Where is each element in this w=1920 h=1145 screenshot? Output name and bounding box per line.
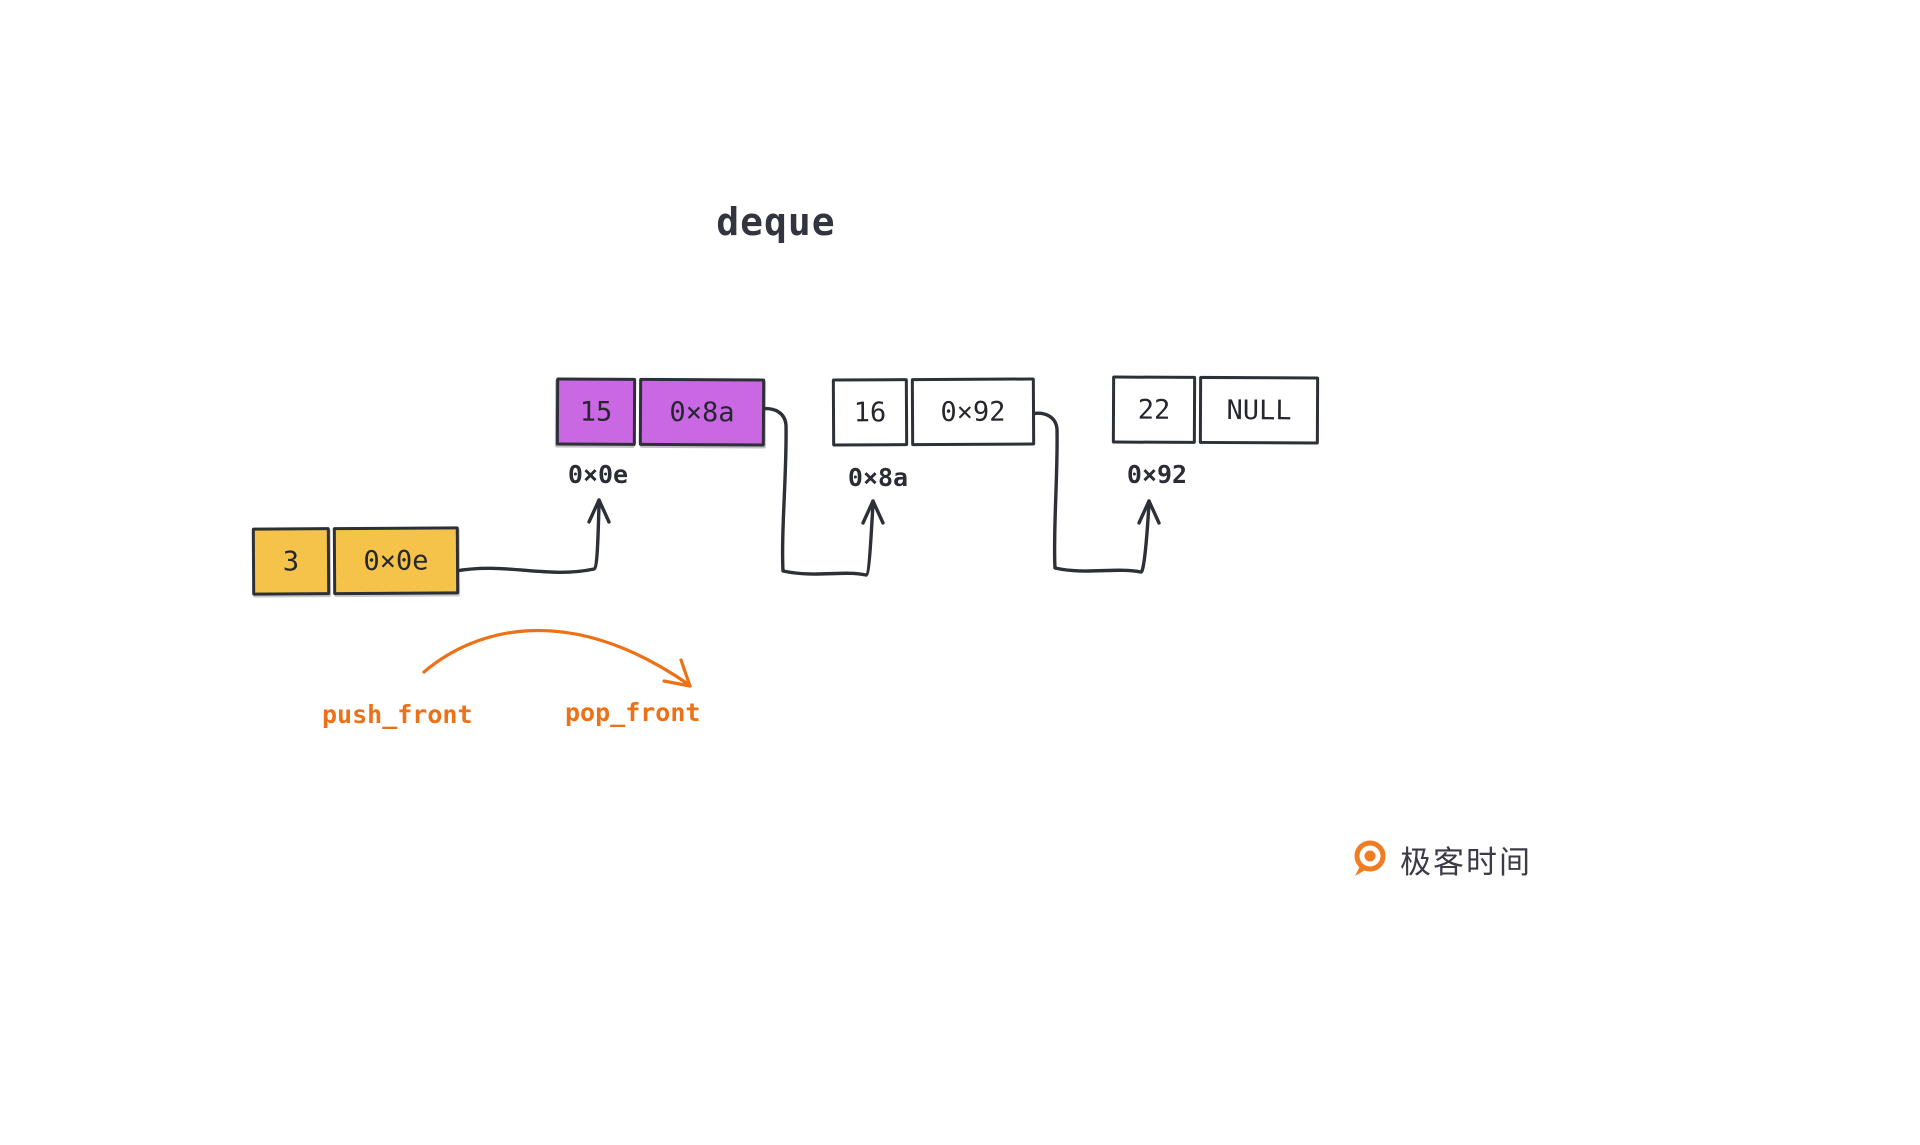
node-address-label-0x92: 0×92 (1126, 460, 1188, 489)
node-value: 16 (853, 396, 887, 428)
node-pointer-cell: 0×0e (332, 526, 460, 596)
node-pointer: NULL (1226, 394, 1292, 426)
node-value: 3 (282, 545, 300, 577)
node-value-cell: 3 (251, 527, 331, 596)
node-pointer: 0×0e (363, 545, 429, 577)
deque-node-0x0e: 15 0×8a (555, 377, 766, 447)
next-pointer-arrow-1 (454, 498, 611, 574)
node-pointer-cell: 0×92 (910, 377, 1036, 447)
push-front-label: push_front (322, 700, 473, 729)
geektime-logo: 极客时间 (1348, 836, 1532, 882)
deque-node-front: 3 0×0e (251, 526, 460, 596)
node-address-label-0x0e: 0×0e (567, 460, 629, 489)
node-value-cell: 16 (831, 378, 909, 447)
node-value: 22 (1137, 394, 1171, 426)
node-value-cell: 15 (555, 377, 637, 446)
node-pointer: 0×92 (940, 396, 1006, 428)
pop-front-label: pop_front (565, 698, 701, 727)
push-pop-arc-arrow (422, 629, 692, 688)
node-pointer-cell: 0×8a (638, 377, 766, 447)
node-value-cell: 22 (1111, 375, 1197, 444)
diagram-title: deque (716, 200, 836, 244)
node-value: 15 (579, 396, 613, 428)
node-address-label-0x8a: 0×8a (847, 463, 909, 492)
node-pointer: 0×8a (669, 396, 735, 428)
deque-node-0x8a: 16 0×92 (831, 377, 1036, 447)
geektime-logo-icon (1354, 840, 1386, 876)
node-pointer-cell: NULL (1198, 375, 1320, 445)
deque-node-0x92: 22 NULL (1111, 375, 1320, 445)
geektime-logo-text: 极客时间 (1400, 844, 1532, 881)
